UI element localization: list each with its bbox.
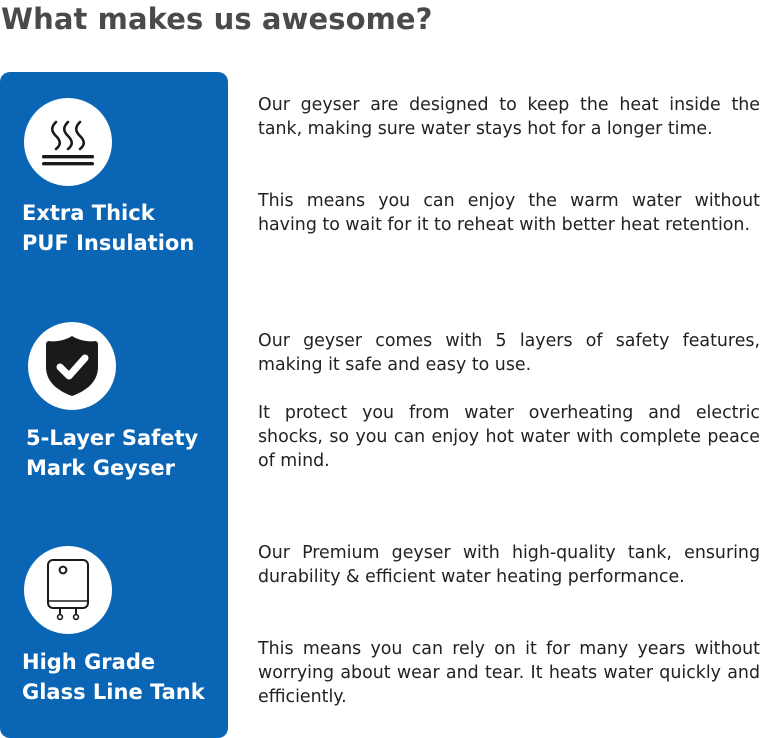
feature-description-safety-1: Our geyser comes with 5 layers of safety… [258,331,760,375]
feature-description-insulation-2: This means you can enjoy the warm water … [258,191,760,235]
feature-title-tank: High Grade Glass Line Tank [22,650,205,704]
water-tank-icon [24,546,112,634]
features-panel [0,72,228,738]
feature-title-safety: 5-Layer Safety Mark Geyser [26,426,199,480]
shield-check-icon [28,322,116,410]
feature-title-insulation: Extra Thick PUF Insulation [22,201,195,255]
feature-description-tank-2: This means you can rely on it for many y… [258,639,760,707]
feature-description-safety-2: It protect you from water overheating an… [258,403,760,471]
feature-description-insulation-1: Our geyser are designed to keep the heat… [258,95,760,139]
page-title: What makes us awesome? [1,2,433,36]
feature-description-tank-1: Our Premium geyser with high-quality tan… [258,543,760,587]
heat-insulation-icon [24,98,112,186]
